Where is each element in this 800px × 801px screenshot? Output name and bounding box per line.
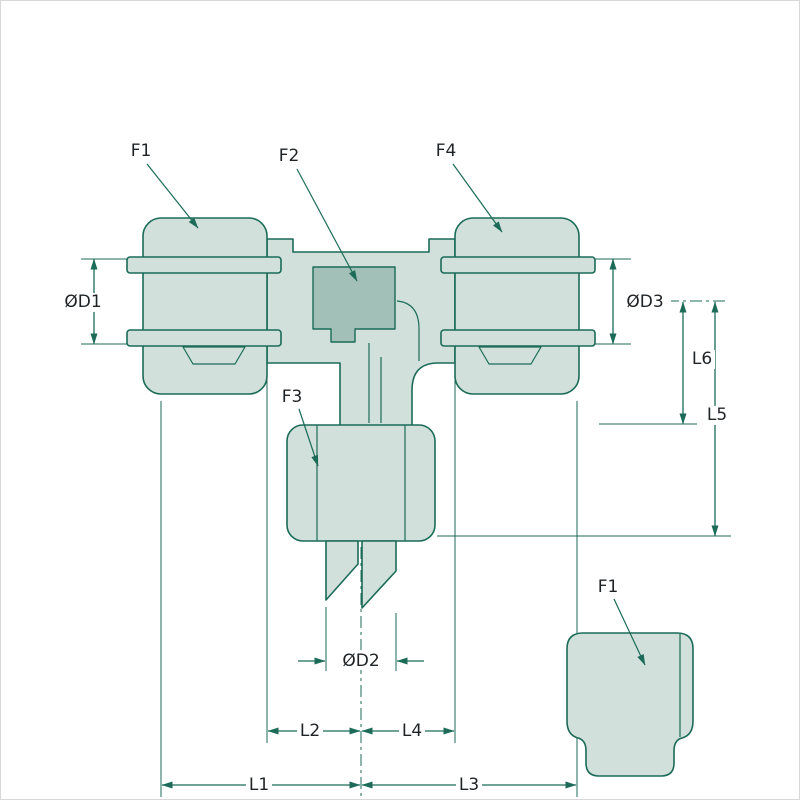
label-l5: L5 xyxy=(707,405,727,425)
right-nut-ferrule xyxy=(478,346,542,365)
leader-f4 xyxy=(452,163,503,233)
label-f1: F1 xyxy=(131,141,152,161)
left-nut xyxy=(126,217,282,395)
leader-f1-detail xyxy=(613,598,646,666)
label-bg-l5 xyxy=(703,406,730,425)
detail-view: F1 xyxy=(566,577,694,777)
label-bg-l3 xyxy=(456,775,482,794)
detail-nut-profile xyxy=(566,632,694,777)
label-f1-detail: F1 xyxy=(598,577,619,597)
leader-f1 xyxy=(146,163,199,229)
label-bg-l2 xyxy=(297,721,323,740)
bottom-nut-body xyxy=(286,424,436,542)
tube-stub-right xyxy=(361,540,397,609)
label-l4: L4 xyxy=(402,721,422,741)
left-nut-flange-top xyxy=(126,256,282,274)
label-bg-d3 xyxy=(619,293,671,312)
right-nut-flange-bottom xyxy=(440,329,596,347)
label-f2: F2 xyxy=(279,146,300,166)
label-bg-l4 xyxy=(399,721,425,740)
left-nut-flange-bottom xyxy=(126,329,282,347)
label-bg-l1 xyxy=(246,775,272,794)
label-f4: F4 xyxy=(436,141,457,161)
label-l3: L3 xyxy=(459,775,479,795)
label-l2: L2 xyxy=(300,721,320,741)
right-nut xyxy=(440,217,596,395)
label-d3: ØD3 xyxy=(626,292,663,312)
left-nut-body xyxy=(142,217,268,395)
tee-fitting-front-view xyxy=(126,217,596,609)
label-d1: ØD1 xyxy=(64,292,101,312)
right-nut-body xyxy=(454,217,580,395)
label-l6: L6 xyxy=(692,349,712,369)
tube-stub-left xyxy=(325,540,359,601)
left-nut-ferrule xyxy=(182,346,246,365)
label-bg-l6 xyxy=(689,350,715,369)
label-d2: ØD2 xyxy=(342,651,379,671)
label-f3: F3 xyxy=(282,387,303,407)
right-nut-flange-top xyxy=(440,256,596,274)
label-bg-d1 xyxy=(58,293,108,312)
label-l1: L1 xyxy=(249,775,269,795)
bottom-nut xyxy=(286,424,436,542)
body-section-block xyxy=(312,266,396,343)
label-bg-d2 xyxy=(335,650,387,670)
body-inner-elbow-line xyxy=(396,300,420,361)
leader-f3 xyxy=(298,408,319,467)
leader-f2 xyxy=(296,168,358,282)
